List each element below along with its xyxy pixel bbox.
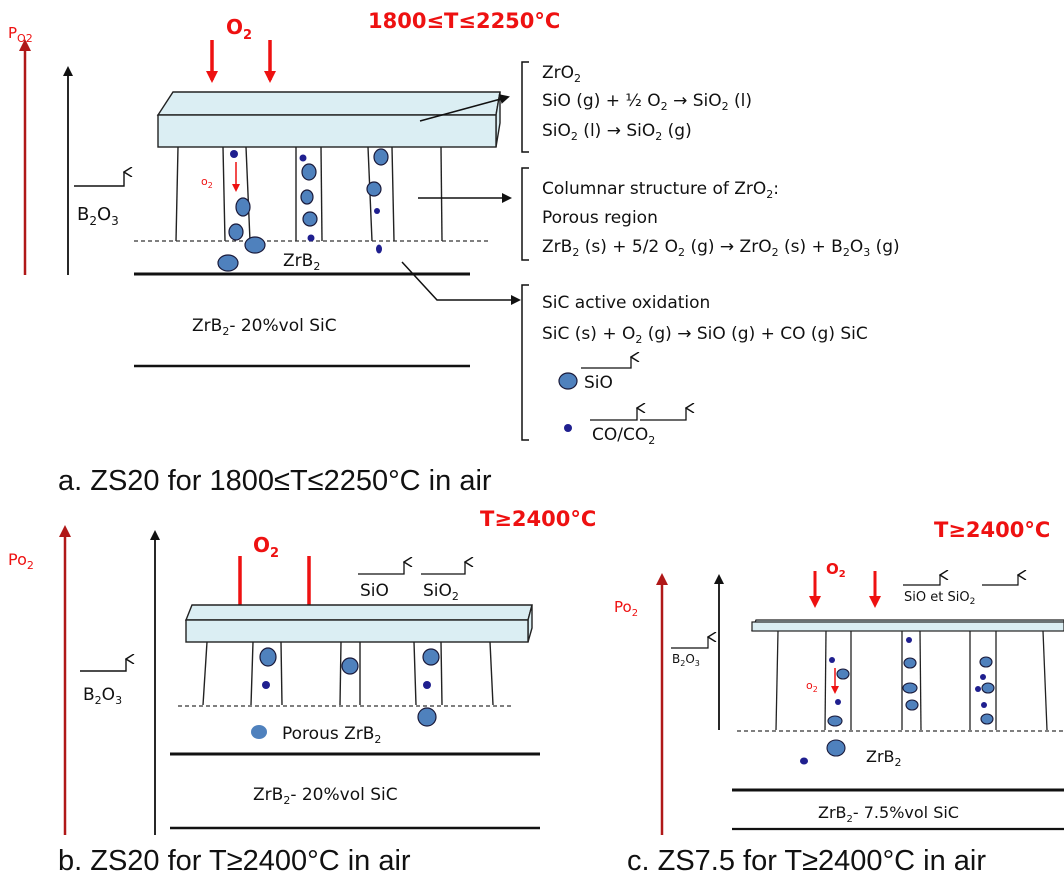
zro2-slab: [158, 92, 500, 147]
b2o3-label: B2O3: [77, 204, 119, 228]
legend-sio-label: SiO: [584, 373, 613, 393]
po2-label: Po2: [8, 550, 34, 572]
sio2-release-arrow: [982, 575, 1018, 585]
zrb2-label: ZrB2: [283, 251, 320, 273]
zro2-columns: [776, 631, 1047, 730]
panel-a: PO2 B2O3 O2 1800≤T≤2250°C: [8, 9, 900, 497]
sio-release-arrow: [358, 562, 404, 574]
dots-b: [262, 681, 431, 689]
o2-label: O2: [253, 533, 279, 561]
temperature-label: T≥2400°C: [480, 507, 596, 531]
bracket-2: [522, 168, 529, 260]
po2-label: PO2: [8, 24, 33, 45]
bubbles-c: [827, 657, 994, 756]
zro2-slab: [752, 620, 1064, 631]
box2-line-1: Columnar structure of ZrO2:: [542, 179, 779, 201]
box2-line-2: Porous region: [542, 208, 658, 228]
porous-bubble-icon: [251, 725, 267, 739]
bulk-label: ZrB2- 20%vol SiC: [192, 316, 337, 338]
bracket-3: [522, 285, 529, 440]
temperature-label: 1800≤T≤2250°C: [368, 9, 560, 33]
bubbles-b: [260, 648, 439, 726]
b2o3-release-arrow: [671, 637, 708, 648]
b2o3-label: B2O3: [672, 652, 700, 668]
bulk-label: ZrB2- 20%vol SiC: [253, 785, 398, 807]
sio-bubble-legend-icon: [559, 373, 577, 389]
caption-a: a. ZS20 for 1800≤T≤2250°C in air: [58, 465, 492, 497]
sio-label: SiO: [360, 581, 389, 601]
o2-label: O2: [826, 560, 846, 580]
co-dot-legend-icon: [564, 424, 572, 432]
temperature-label: T≥2400°C: [934, 518, 1050, 542]
legend-co-label: CO/CO2: [592, 425, 655, 447]
o2-label: O2: [226, 15, 252, 43]
box1-line-1: ZrO2: [542, 63, 581, 85]
box1-line-2: SiO (g) + ½ O2 → SiO2 (l): [542, 91, 752, 113]
sio-release-arrow: [581, 357, 631, 368]
gas-label: SiO et SiO2: [904, 590, 975, 607]
b2o3-release-arrow: [74, 172, 124, 186]
box3-line-1: SiC active oxidation: [542, 293, 710, 313]
zrb2-label: ZrB2: [866, 747, 902, 769]
box1-line-3: SiO2 (l) → SiO2 (g): [542, 121, 692, 143]
pore-o2-label: o2: [806, 679, 818, 694]
caption-b: b. ZS20 for T≥2400°C in air: [58, 845, 411, 877]
b2o3-release-arrow: [80, 659, 126, 671]
bracket-1: [522, 62, 529, 152]
box2-line-3: ZrB2 (s) + 5/2 O2 (g) → ZrO2 (s) + B2O3 …: [542, 237, 900, 259]
panel-b: Po2 B2O3 O2 T≥2400°C SiO SiO2: [8, 507, 596, 877]
zro2-slab: [186, 605, 532, 642]
caption-c: c. ZS7.5 for T≥2400°C in air: [627, 845, 986, 877]
sio2-label: SiO2: [423, 581, 459, 603]
b2o3-label: B2O3: [83, 685, 122, 707]
porous-zrb2-label: Porous ZrB2: [282, 724, 381, 746]
box3-line-2: SiC (s) + O2 (g) → SiO (g) + CO (g) SiC: [542, 324, 868, 346]
po2-label: Po2: [614, 598, 638, 619]
co-release-arrow: [590, 408, 637, 420]
co2-release-arrow: [640, 408, 686, 420]
panel-c: Po2 B2O3 O2 T≥2400°C SiO et SiO2: [614, 518, 1064, 877]
pore-o2-label: o2: [201, 175, 213, 190]
sio-release-arrow: [903, 575, 940, 585]
bulk-label: ZrB2- 7.5%vol SiC: [818, 803, 959, 825]
connector-arrow-3: [402, 262, 519, 300]
sio2-release-arrow: [421, 562, 465, 574]
